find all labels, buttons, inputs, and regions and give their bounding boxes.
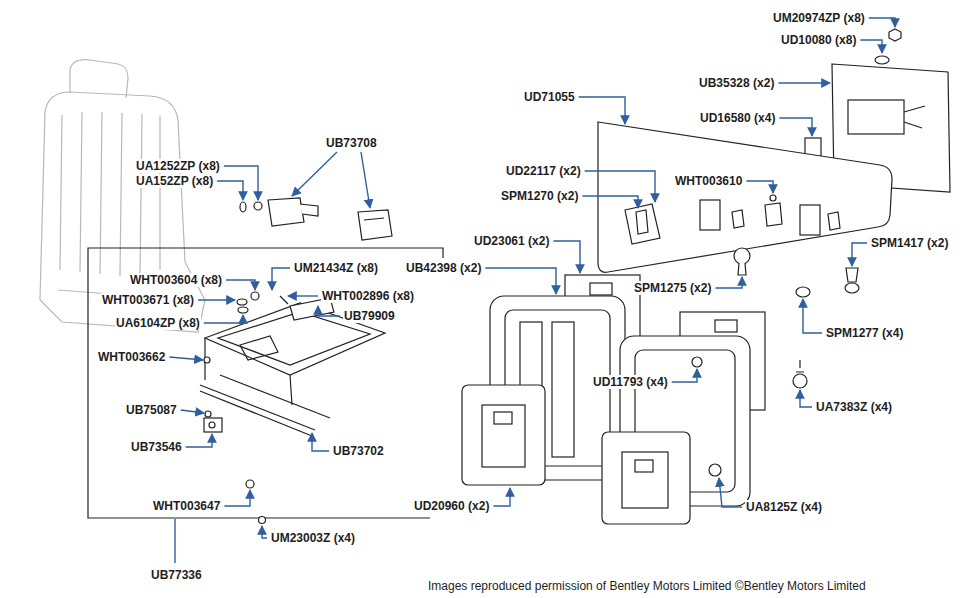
part-number: UM21434Z (x8) <box>293 261 379 275</box>
leader-arrow <box>181 410 204 413</box>
part-number: UB73702 <box>332 444 385 458</box>
leader-arrow <box>585 171 655 202</box>
part-number: UD11793 (x4) <box>592 375 669 389</box>
leader-arrow <box>186 434 212 447</box>
leader-arrow <box>803 299 822 333</box>
part-number: UA8125Z (x4) <box>745 500 823 514</box>
leader-arrow <box>860 40 882 53</box>
part-number: UA6104ZP (x8) <box>115 316 201 330</box>
part-number: UB73708 <box>325 136 378 150</box>
part-number: WHT003671 (x8) <box>101 293 195 307</box>
leader-arrow <box>292 152 337 196</box>
part-number: UA7383Z (x4) <box>815 400 893 414</box>
leader-arrow <box>198 299 235 300</box>
leader-arrow <box>579 97 625 124</box>
switch-panel <box>598 122 892 272</box>
part-number: UB42398 (x2) <box>405 261 482 275</box>
copyright-caption: Images reproduced permission of Bentley … <box>428 579 866 593</box>
part-number: UB75087 <box>125 403 178 417</box>
part-number: SPM1275 (x2) <box>633 281 712 295</box>
leader-arrow <box>719 478 742 507</box>
part-number: UM23003Z (x4) <box>270 531 356 545</box>
seat-frame <box>200 292 385 524</box>
part-number: WHT003662 <box>97 350 166 364</box>
part-number: WHT003610 <box>674 174 743 188</box>
part-number: UD10080 (x8) <box>780 33 857 47</box>
switch-surrounds <box>462 275 765 524</box>
leader-arrow <box>318 306 340 316</box>
group-bracket <box>88 248 443 518</box>
leader-arrow <box>553 241 580 273</box>
leader-arrow <box>800 390 812 407</box>
leader-arrow <box>312 433 329 451</box>
part-number: WHT003604 (x8) <box>129 273 223 287</box>
leader-arrow <box>582 196 638 208</box>
part-number: WHT002896 (x8) <box>321 289 415 303</box>
leader-arrow <box>715 277 742 288</box>
leader-arrow <box>869 18 895 27</box>
part-number: UD20960 (x2) <box>413 499 490 513</box>
part-number: SPM1277 (x4) <box>825 326 904 340</box>
part-number: UB35328 (x2) <box>698 76 775 90</box>
leader-arrow <box>204 315 243 323</box>
part-number: UD16580 (x4) <box>699 111 776 125</box>
part-number: WHT003647 <box>152 499 221 513</box>
part-number: UA1252ZP (x8) <box>135 159 221 173</box>
leader-arrow <box>493 488 510 506</box>
part-number: SPM1270 (x2) <box>500 189 579 203</box>
part-number: SPM1417 (x2) <box>870 236 949 250</box>
leader-arrow <box>224 490 250 506</box>
leader-arrow <box>272 268 290 290</box>
part-number: UD71055 <box>523 90 576 104</box>
leader-arrow <box>361 152 370 208</box>
part-number: UB79909 <box>343 309 396 323</box>
leader-arrow <box>262 526 267 538</box>
leader-arrow <box>226 280 255 290</box>
leader-arrow <box>672 369 697 382</box>
part-number: UB73546 <box>130 440 183 454</box>
part-number: UD22117 (x2) <box>505 164 582 178</box>
leader-arrow <box>778 82 830 83</box>
seat-outline <box>40 60 205 332</box>
part-number: UD23061 (x2) <box>473 234 550 248</box>
bracket-leader <box>174 519 175 563</box>
part-number: UB77336 <box>150 568 203 582</box>
leader-arrow <box>485 268 556 294</box>
leader-arrow <box>224 166 258 200</box>
part-number: UA152ZP (x8) <box>135 174 214 188</box>
leader-arrow <box>169 357 203 360</box>
leader-arrow <box>288 295 318 296</box>
leader-arrow <box>746 181 773 193</box>
part-number: UM20974ZP (x8) <box>772 11 866 25</box>
leader-arrow <box>779 118 812 136</box>
leader-arrow <box>217 181 243 200</box>
leader-arrow <box>852 243 867 266</box>
